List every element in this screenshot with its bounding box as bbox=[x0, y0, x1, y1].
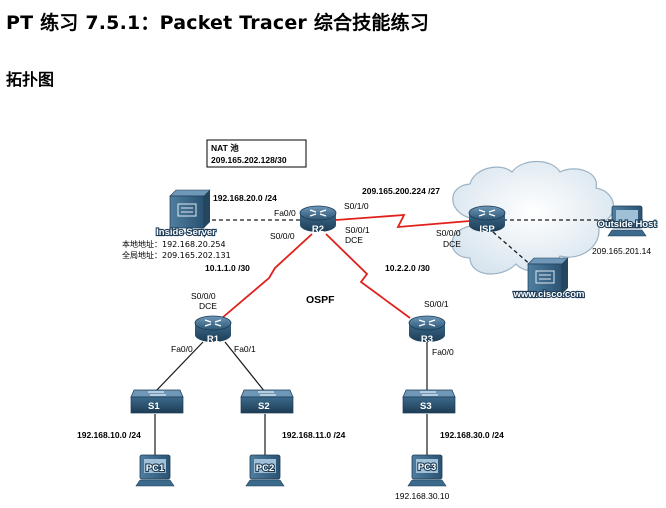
topology-heading: 拓扑图 bbox=[6, 70, 55, 89]
switch-s1[interactable]: S1 bbox=[130, 389, 184, 414]
r1-fa00-label: Fa0/0 bbox=[171, 344, 193, 354]
router-r3[interactable]: R3 bbox=[408, 315, 446, 345]
network-s3-lan: 192.168.30.0 /24 bbox=[440, 430, 504, 440]
pc-pc2-label: PC2 bbox=[256, 463, 274, 474]
network-s1-lan: 192.168.10.0 /24 bbox=[77, 430, 141, 440]
router-r3-label: R3 bbox=[421, 334, 433, 345]
router-isp-label: ISP bbox=[479, 224, 495, 235]
r1-s000-label: S0/0/0 bbox=[191, 291, 216, 301]
server-local-address: 本地地址：192.168.20.254 bbox=[122, 239, 226, 249]
router-r1-label: R1 bbox=[207, 334, 220, 345]
web-server[interactable]: www.cisco.com bbox=[511, 257, 586, 301]
network-r1-r2: 10.1.1.0 /30 bbox=[205, 263, 250, 273]
router-r2-label: R2 bbox=[312, 224, 324, 235]
nat-pool-box bbox=[206, 139, 307, 168]
network-s2-lan: 192.168.11.0 /24 bbox=[282, 430, 346, 440]
nat-pool-heading: NAT 池 bbox=[211, 143, 239, 153]
link-r2-r3 bbox=[325, 233, 411, 319]
r2-dce-label: DCE bbox=[345, 235, 363, 245]
switch-s2[interactable]: S2 bbox=[240, 389, 294, 414]
inside-server-label: Inside Server bbox=[156, 227, 216, 238]
page-title: PT 练习 7.5.1：Packet Tracer 综合技能练习 bbox=[6, 12, 430, 34]
pc3-ip: 192.168.30.10 bbox=[395, 491, 450, 501]
link-isp-web bbox=[492, 231, 533, 267]
link-r1-s1 bbox=[154, 341, 204, 393]
outside-host[interactable]: Outside Host bbox=[596, 205, 658, 237]
r1-fa01-label: Fa0/1 bbox=[234, 344, 256, 354]
inside-server[interactable]: Inside Server bbox=[155, 189, 217, 239]
r2-s010-label: S0/1/0 bbox=[344, 201, 369, 211]
r2-fa00-label: Fa0/0 bbox=[274, 208, 296, 218]
router-r2[interactable]: R2 bbox=[299, 205, 337, 235]
switch-s3-label: S3 bbox=[420, 401, 432, 412]
pc-pc1[interactable]: PC1 bbox=[135, 454, 175, 487]
switch-s2-label: S2 bbox=[258, 401, 270, 412]
link-r1-r2 bbox=[221, 233, 313, 319]
web-server-label: www.cisco.com bbox=[513, 289, 585, 300]
r2-s001-label: S0/0/1 bbox=[345, 225, 370, 235]
network-r2-isp: 209.165.200.224 /27 bbox=[362, 186, 440, 196]
router-isp[interactable]: ISP bbox=[468, 205, 506, 235]
nat-pool-range: 209.165.202.128/30 bbox=[211, 155, 287, 165]
pc-pc3[interactable]: PC3 bbox=[407, 454, 447, 487]
r2-s000-label: S0/0/0 bbox=[270, 231, 295, 241]
r3-s001-label: S0/0/1 bbox=[424, 299, 449, 309]
link-r2-isp bbox=[335, 213, 471, 229]
network-r2-r3: 10.2.2.0 /30 bbox=[385, 263, 430, 273]
switch-s3[interactable]: S3 bbox=[402, 389, 456, 414]
outside-host-label: Outside Host bbox=[597, 219, 657, 230]
r1-dce-label: DCE bbox=[199, 301, 217, 311]
routing-protocol-label: OSPF bbox=[306, 294, 335, 306]
server-global-address: 全局地址：209.165.202.131 bbox=[122, 250, 231, 260]
pc-pc3-label: PC3 bbox=[418, 462, 436, 473]
pc-pc1-label: PC1 bbox=[146, 463, 165, 474]
isp-dce-label: DCE bbox=[443, 239, 461, 249]
isp-s000-label: S0/0/0 bbox=[436, 228, 461, 238]
network-r2-lan: 192.168.20.0 /24 bbox=[213, 193, 277, 203]
r3-fa00-label: Fa0/0 bbox=[432, 347, 454, 357]
pc-pc2[interactable]: PC2 bbox=[245, 454, 285, 487]
link-r1-s2 bbox=[224, 341, 266, 393]
switch-s1-label: S1 bbox=[148, 401, 160, 412]
outside-host-ip: 209.165.201.14 bbox=[592, 246, 651, 256]
router-r1[interactable]: R1 bbox=[194, 315, 232, 345]
